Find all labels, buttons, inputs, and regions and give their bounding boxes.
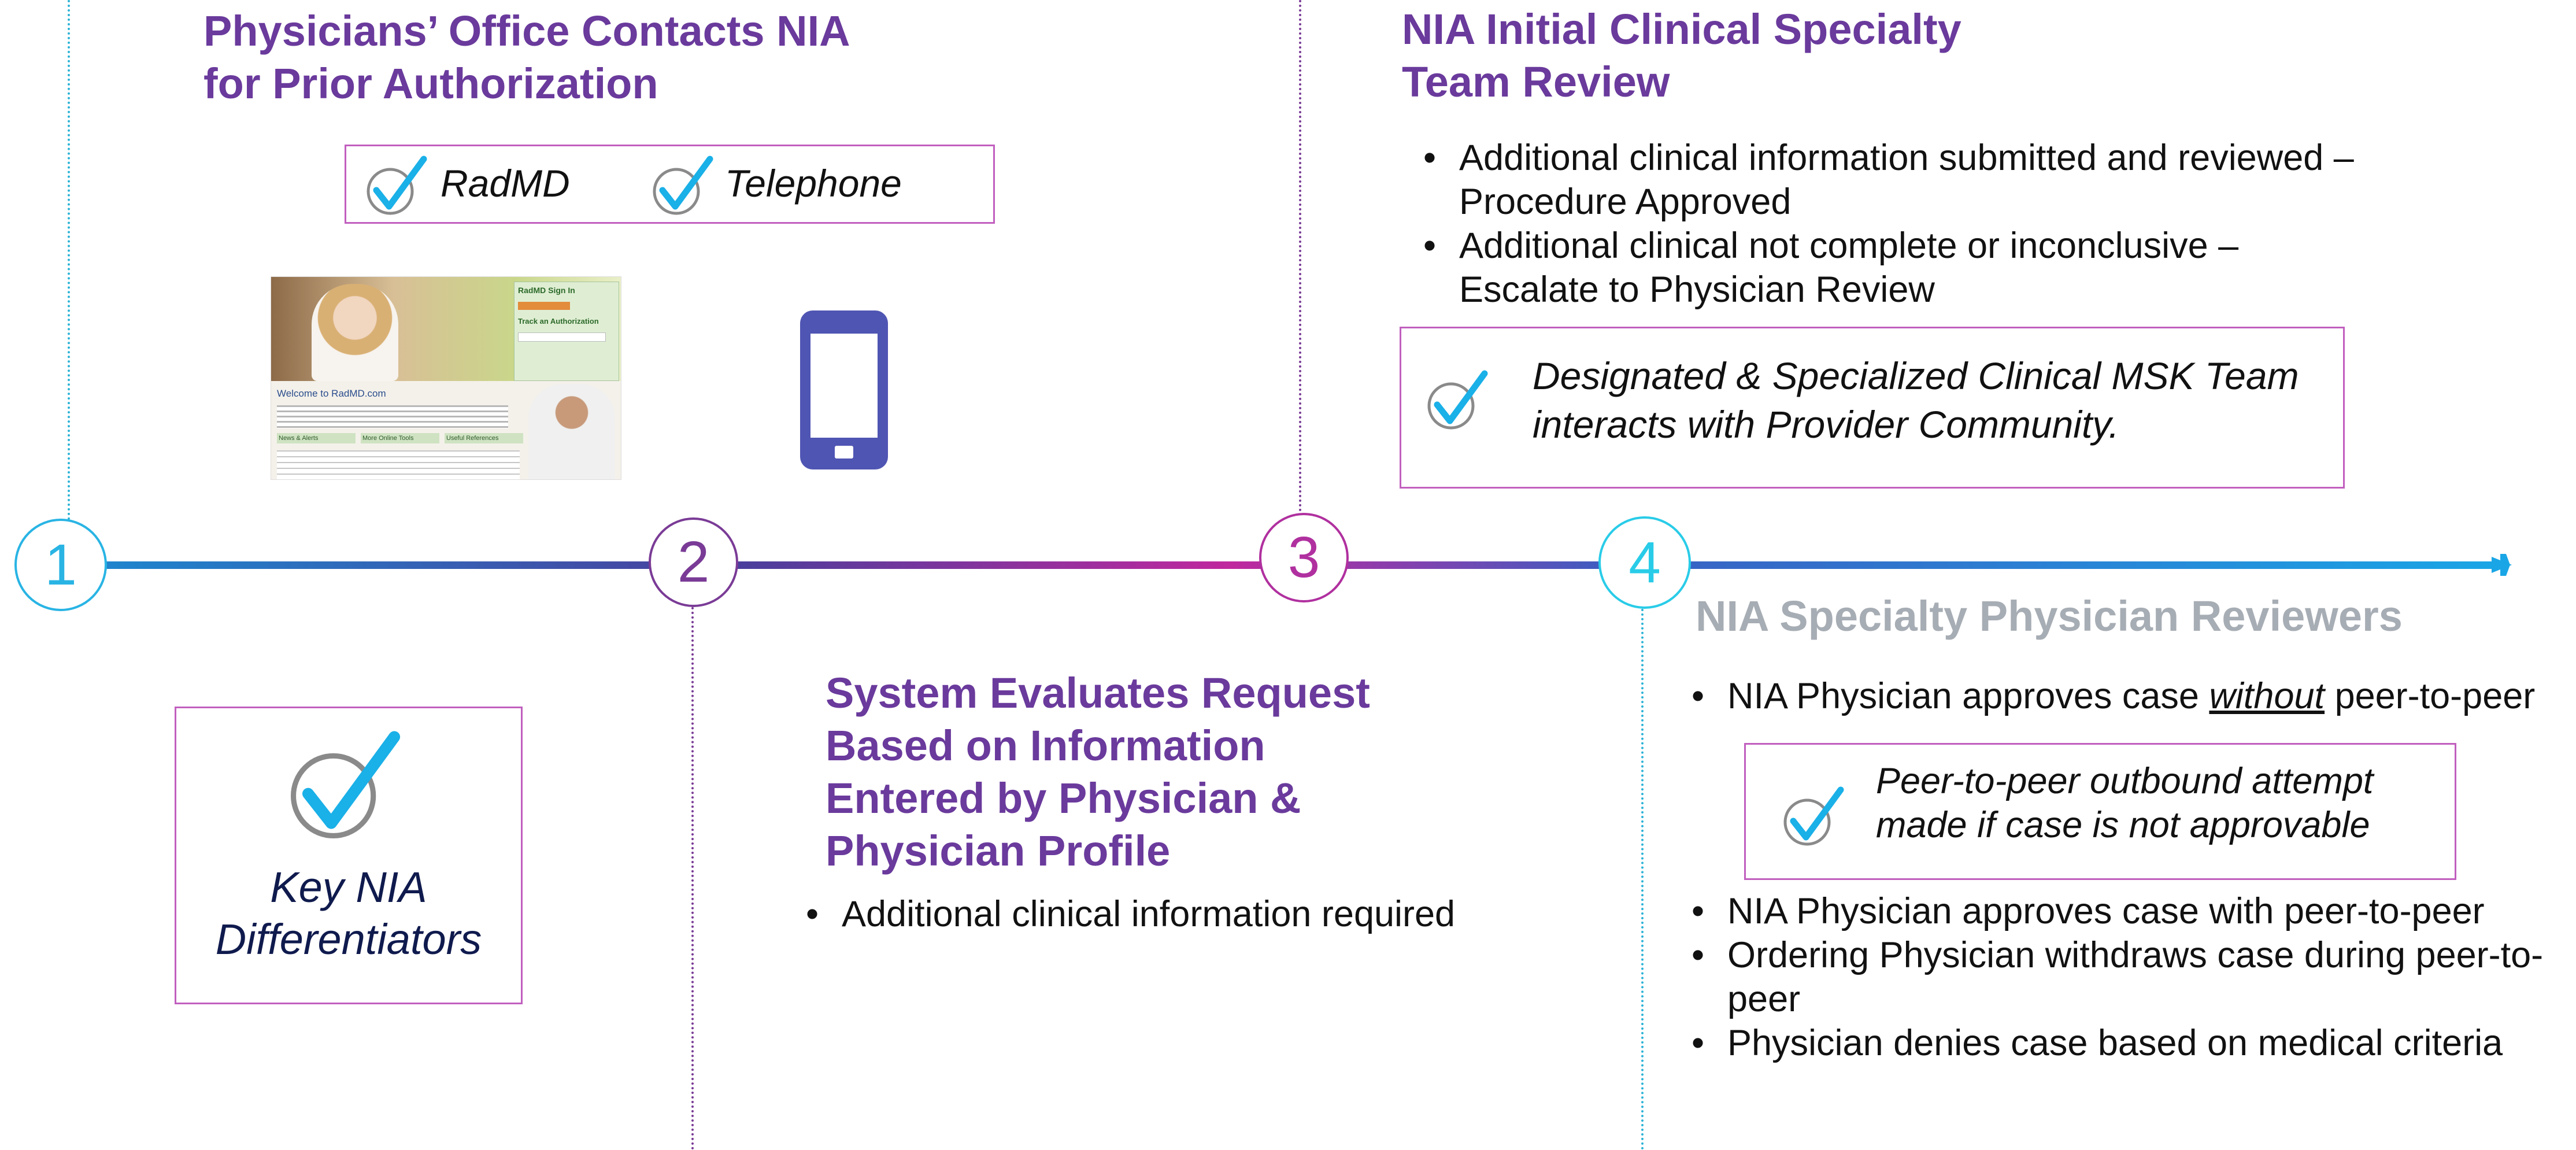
msk-team-callout-text: Designated & Specialized Clinical MSK Te… [1533,352,2299,449]
step1-heading: Physicians’ Office Contacts NIA for Prio… [203,5,850,110]
step4-bullets-top: NIA Physician approves case without peer… [1683,674,2535,718]
step4-bullet: Physician denies case based on medical c… [1683,1021,2543,1065]
step-3-number: 3 [1287,525,1320,590]
thumbnail-columns: News & Alerts More Online Tools Useful R… [277,433,523,479]
step4-bullets-bottom: NIA Physician approves case with peer-to… [1683,889,2543,1065]
step3-bullet: Additional clinical information submitte… [1415,136,2354,224]
step2-bullet: Additional clinical information required [798,892,1455,936]
contact-methods-box: RadMD Telephone [345,145,995,224]
step4-bullet-text: NIA Physician approves case [1727,676,2209,716]
peer-to-peer-callout-text: Peer-to-peer outbound attempt made if ca… [1876,759,2373,847]
msk-team-callout-line: Designated & Specialized Clinical MSK Te… [1533,354,2299,397]
thumbnail-welcome-text: Welcome to RadMD.com [277,388,386,399]
thumbnail-col-3: Useful References [445,433,523,443]
step2-heading: System Evaluates Request Based on Inform… [826,667,1370,877]
step4-bullet-text: peer-to-peer [2325,676,2536,716]
peer-to-peer-callout: Peer-to-peer outbound attempt made if ca… [1744,743,2456,880]
step-4-number: 4 [1628,530,1661,595]
thumbnail-signin-panel: RadMD Sign In Track an Authorization [514,282,619,381]
step2-heading-line: Physician Profile [826,827,1171,875]
thumbnail-track-input [518,332,606,342]
step3-bullet-line: Additional clinical information submitte… [1459,138,2354,178]
step-2-number: 2 [677,530,710,594]
step4-bullet: NIA Physician approves case with peer-to… [1683,889,2543,933]
step-2-circle: 2 [649,517,738,607]
step4-heading: NIA Specialty Physician Reviewers [1696,592,2403,640]
check-icon [653,156,713,215]
peer-to-peer-callout-line: made if case is not approvable [1876,805,2370,845]
step2-bullets: Additional clinical information required [798,892,1455,936]
thumbnail-signin-title: RadMD Sign In [518,286,575,295]
step3-connector [1299,0,1301,512]
check-icon [1783,786,1844,846]
step-3-circle: 3 [1259,513,1349,602]
step1-heading-line: Physicians’ Office Contacts NIA [203,7,850,55]
step3-bullet-line: Procedure Approved [1459,182,1792,222]
step1-heading-line: for Prior Authorization [203,60,658,108]
check-icon [367,156,427,215]
step2-heading-line: Entered by Physician & [826,774,1301,822]
thumbnail-track-title: Track an Authorization [518,317,599,326]
legend-label-line: Differentiators [215,915,482,963]
step3-heading-line: Team Review [1402,58,1670,106]
thumbnail-signin-buttons [518,302,570,310]
key-differentiators-legend: Key NIA Differentiators [175,707,523,1004]
step3-bullet-line: Additional clinical not complete or inco… [1459,225,2239,266]
step3-heading: NIA Initial Clinical Specialty Team Revi… [1402,3,1961,108]
thumbnail-doctor-photo [528,384,615,479]
step4-bullet-line: Ordering Physician withdraws case during… [1727,935,2544,975]
step4-connector [1641,604,1644,1150]
thumbnail-col-lines [277,450,520,479]
step2-connector [691,607,694,1150]
radmd-option-label: RadMD [441,162,570,205]
step4-bullet: NIA Physician approves case without peer… [1683,674,2535,718]
step4-bullet: Ordering Physician withdraws case during… [1683,933,2543,1021]
step3-bullets: Additional clinical information submitte… [1415,136,2354,312]
legend-label-line: Key NIA [270,863,427,911]
thumbnail-person-photo [312,284,398,381]
step4-bullet-line: Physician denies case based on medical c… [1727,1023,2503,1063]
check-icon [291,731,401,838]
step4-bullet-line: NIA Physician approves case with peer-to… [1727,891,2485,931]
step4-bullet-emphasis: without [2209,676,2325,716]
msk-team-callout: Designated & Specialized Clinical MSK Te… [1400,327,2345,489]
step2-heading-line: Based on Information [826,722,1265,770]
step2-heading-line: System Evaluates Request [826,669,1370,717]
step-4-circle: 4 [1598,516,1691,609]
peer-to-peer-callout-line: Peer-to-peer outbound attempt [1876,761,2374,801]
radmd-website-thumbnail: RadMD Sign In Track an Authorization Wel… [271,276,621,480]
thumbnail-col-1: News & Alerts [277,433,356,443]
step3-bullet-line: Escalate to Physician Review [1459,269,1935,310]
telephone-option-label: Telephone [725,162,902,205]
mobile-phone-icon [800,310,888,469]
thumbnail-body-text [277,405,508,428]
msk-team-callout-line: interacts with Provider Community. [1533,403,2119,446]
step3-bullet: Additional clinical not complete or inco… [1415,224,2354,312]
step4-bullet-line: peer [1727,979,1801,1019]
step1-connector [68,0,70,520]
legend-label: Key NIA Differentiators [176,861,521,966]
step-1-number: 1 [45,532,77,597]
check-icon [1427,370,1488,430]
step-1-circle: 1 [14,519,107,611]
step3-heading-line: NIA Initial Clinical Specialty [1402,5,1961,53]
thumbnail-col-2: More Online Tools [361,433,439,443]
